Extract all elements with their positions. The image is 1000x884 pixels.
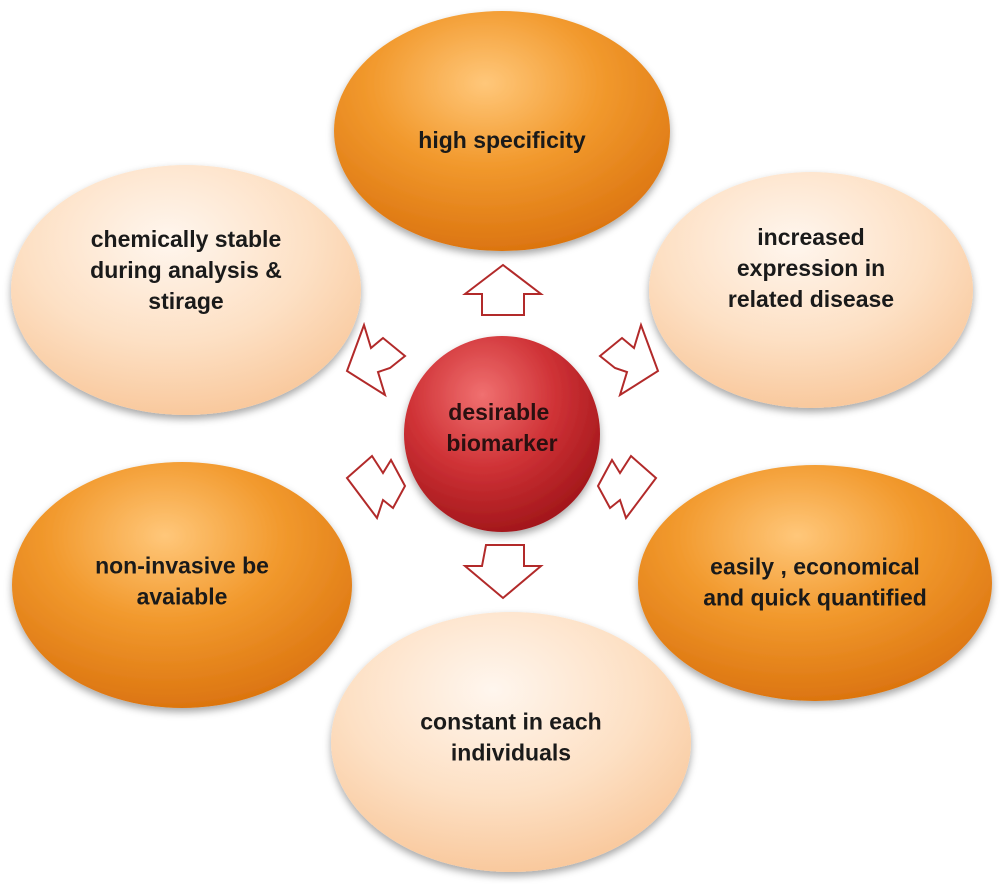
label-line: non-invasive be — [95, 553, 269, 579]
label-chemically-stable: chemically stable during analysis & stirag… — [90, 226, 282, 314]
node-chemically-stable: chemically stable during analysis & stirag… — [11, 165, 361, 415]
node-easily-quantified: easily , economical and quick quantified — [638, 465, 992, 701]
label-line: during analysis & — [90, 257, 282, 283]
ellipse-increased-expression — [649, 172, 973, 408]
node-increased-expression: increased expression in related disease — [649, 172, 973, 408]
connector-arrows — [345, 263, 660, 600]
ellipse-easily-quantified — [638, 465, 992, 701]
label-easily-quantified: easily , economical and quick quantified — [703, 554, 927, 611]
arrow-down-icon — [462, 544, 544, 600]
center-label: desirable biomarker — [446, 399, 557, 456]
center-label-line: biomarker — [446, 430, 557, 456]
arrow-up-icon — [462, 263, 544, 316]
label-line: constant in each — [420, 709, 601, 735]
ellipse-high-specificity — [334, 11, 670, 251]
label-line: easily , economical — [710, 554, 920, 580]
label-line: stirage — [148, 288, 223, 314]
arrow-lower-left-icon — [345, 454, 407, 521]
ellipse-constant-individuals — [331, 612, 691, 872]
label-line: high specificity — [418, 127, 586, 153]
node-constant-individuals: constant in each individuals — [331, 612, 691, 872]
label-increased-expression: increased expression in related disease — [728, 224, 894, 312]
node-high-specificity: high specificity — [334, 11, 670, 251]
label-high-specificity: high specificity — [418, 127, 586, 153]
arrow-lower-right-icon — [596, 454, 658, 521]
label-line: increased — [757, 224, 864, 250]
node-non-invasive: non-invasive be avaiable — [12, 462, 352, 708]
label-line: avaiable — [137, 584, 228, 610]
center-node: desirable biomarker — [404, 336, 600, 532]
arrow-upper-left-icon — [345, 321, 407, 398]
label-line: chemically stable — [91, 226, 282, 252]
label-constant-individuals: constant in each individuals — [420, 709, 601, 766]
label-line: related disease — [728, 286, 894, 312]
label-line: and quick quantified — [703, 585, 927, 611]
ellipse-non-invasive — [12, 462, 352, 708]
arrow-upper-right-icon — [598, 321, 660, 398]
label-non-invasive: non-invasive be avaiable — [95, 553, 269, 610]
label-line: individuals — [451, 740, 571, 766]
center-label-line: desirable — [448, 399, 549, 425]
center-circle — [404, 336, 600, 532]
ellipse-chemically-stable — [11, 165, 361, 415]
label-line: expression in — [737, 255, 885, 281]
